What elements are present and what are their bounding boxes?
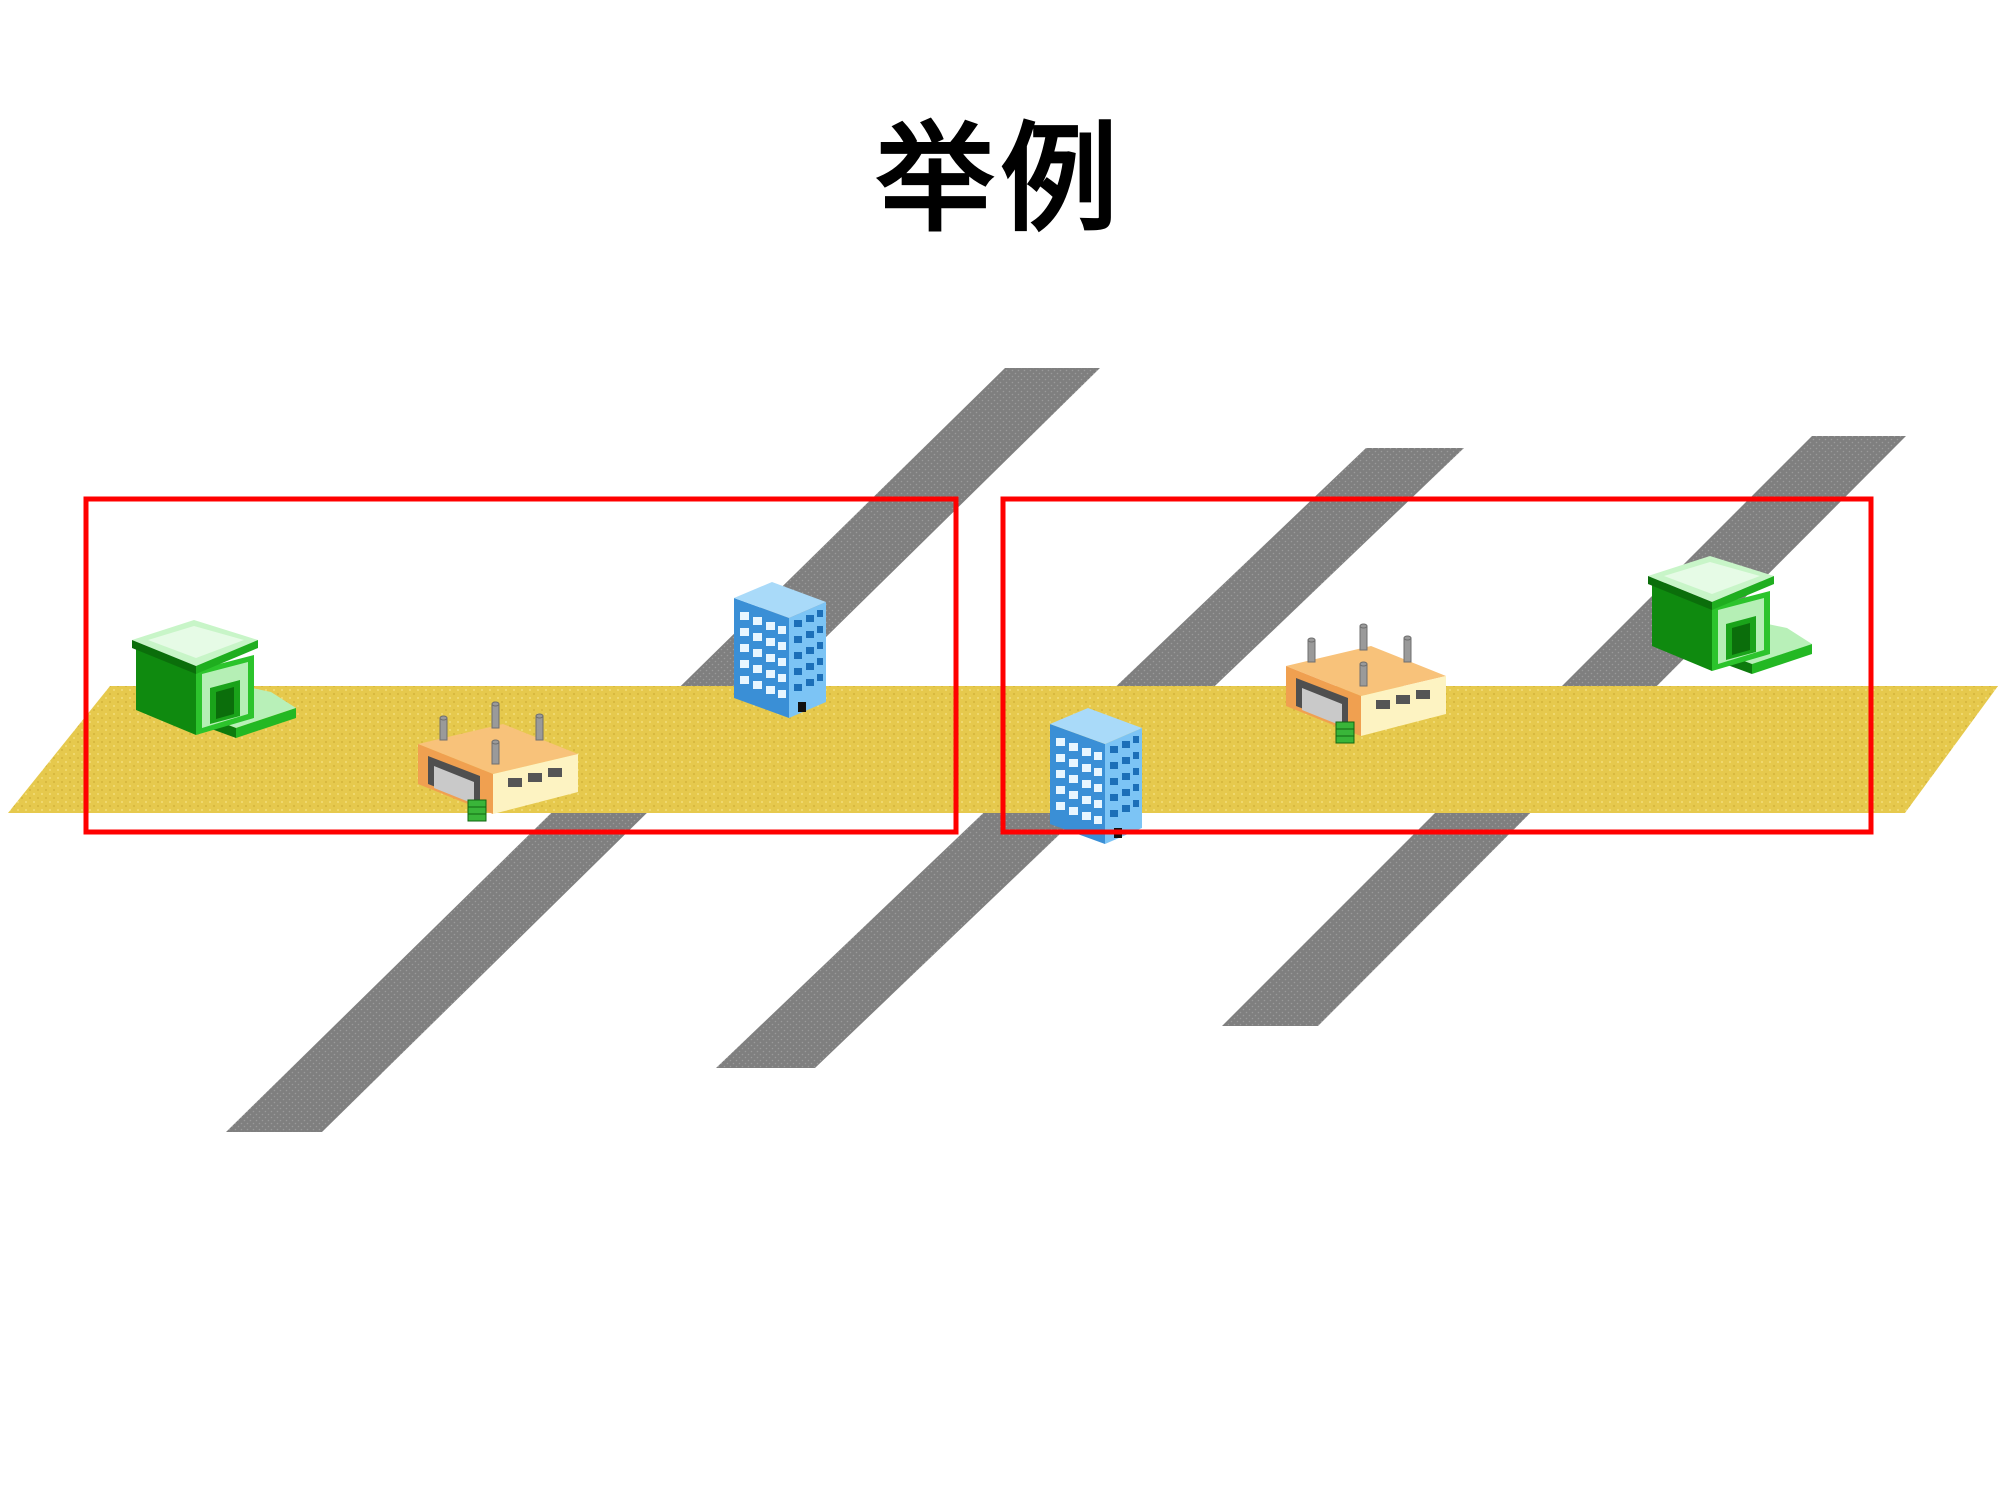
- office-tower-icon: [734, 582, 826, 718]
- highlight-box-left: [83, 496, 959, 835]
- office-tower-icon: [1050, 708, 1142, 844]
- page-title: 举例: [875, 109, 1124, 248]
- highlight-box-right: [1000, 496, 1874, 835]
